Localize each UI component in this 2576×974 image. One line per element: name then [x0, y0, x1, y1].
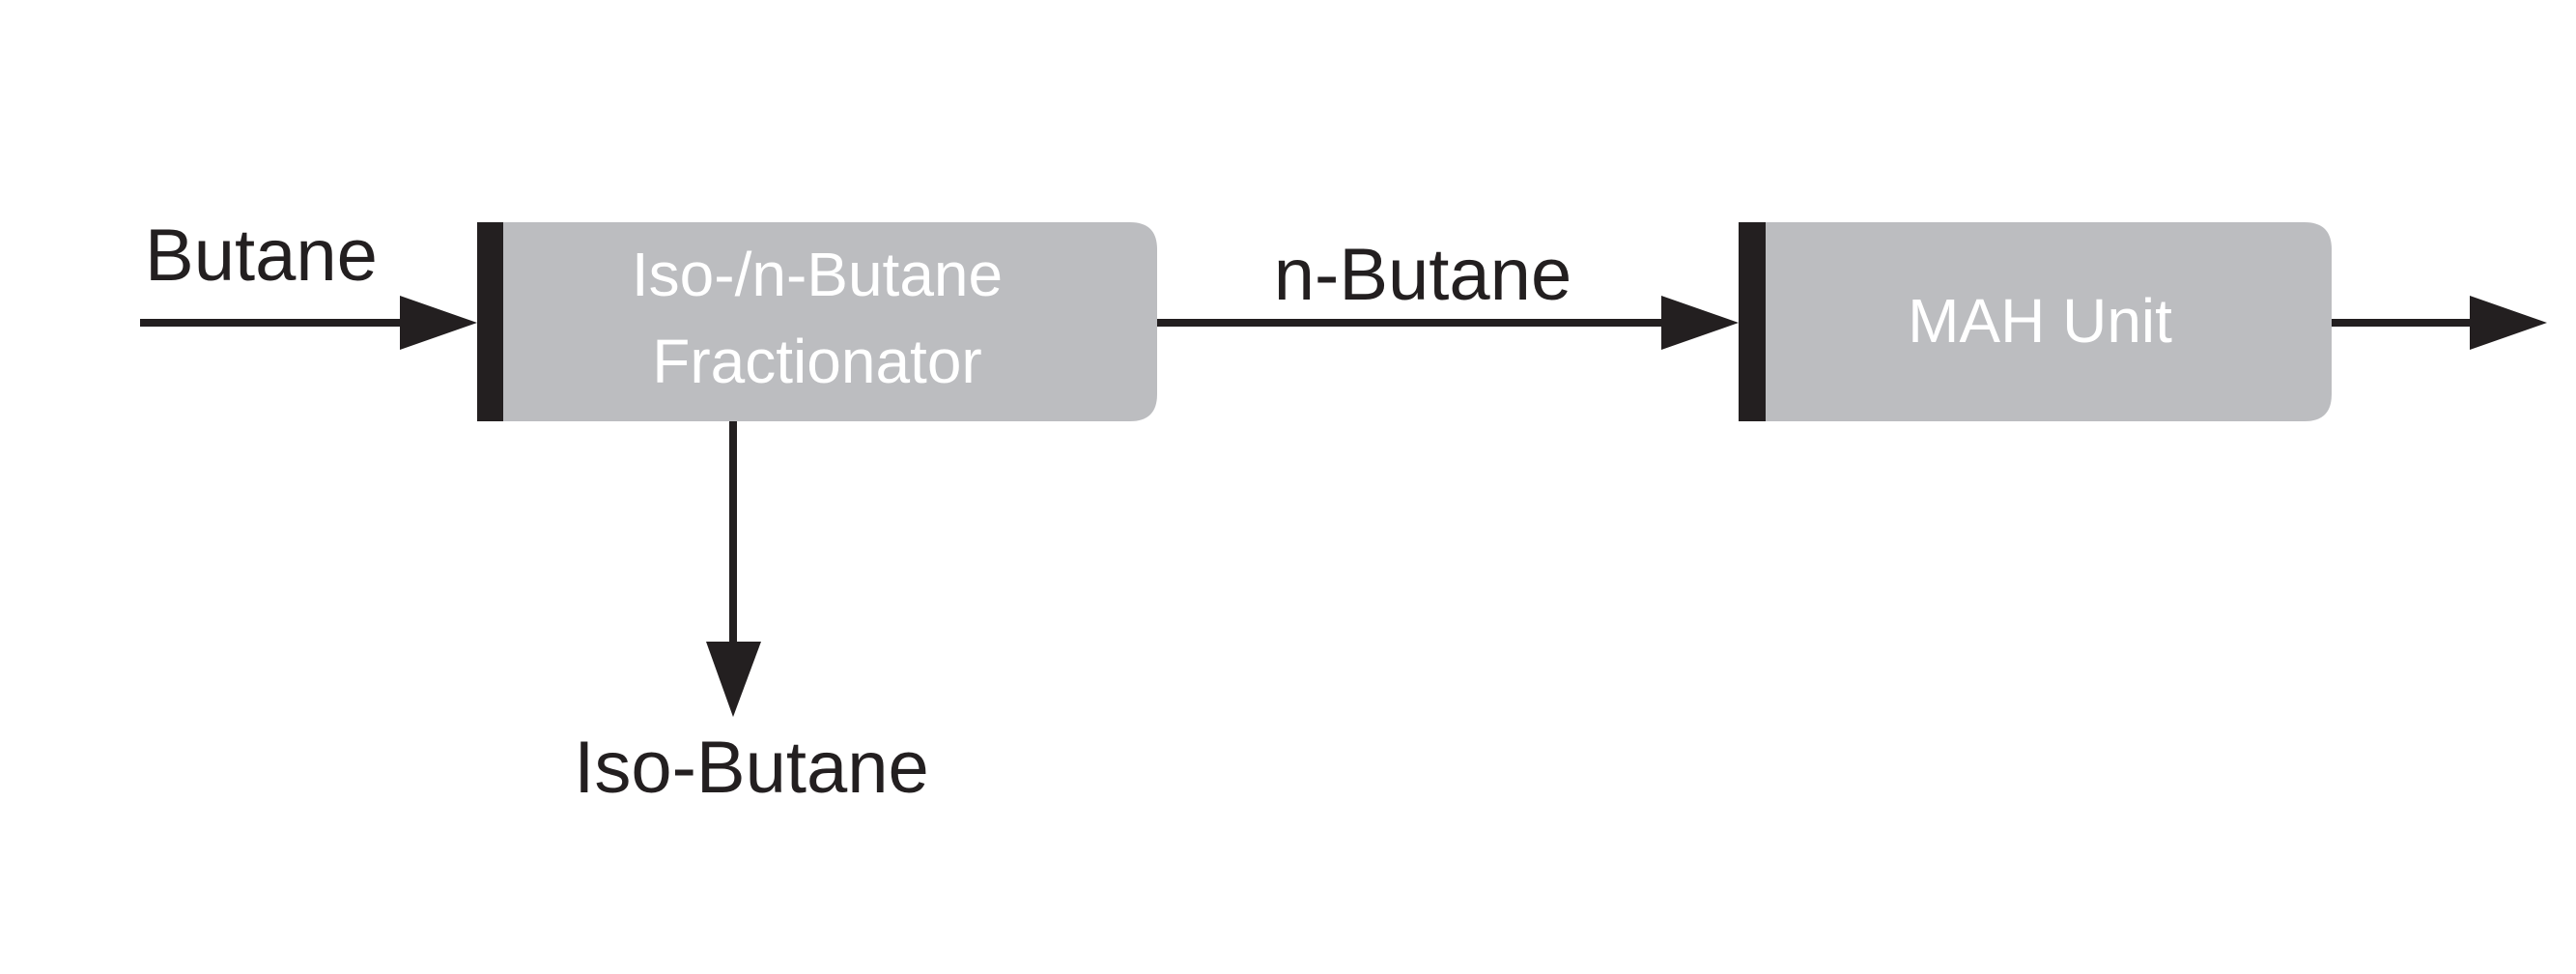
fractionator-box: [477, 222, 1157, 421]
overhead-arrowhead: [1661, 296, 1739, 350]
mah-unit-box: [1739, 222, 2332, 421]
mah-unit-label: MAH Unit: [1908, 286, 2172, 356]
bottoms-arrowhead: [706, 642, 761, 717]
feed-arrowhead: [400, 296, 477, 350]
fractionator-inlet-bar: [477, 222, 503, 421]
product-arrowhead: [2470, 296, 2547, 350]
mah-unit: MAH Unit: [1739, 222, 2332, 421]
fractionator-label-line1: Iso-/n-Butane: [632, 240, 1003, 309]
stream-label-n-butane: n-Butane: [1274, 234, 1571, 316]
fractionator-label-line2: Fractionator: [652, 327, 981, 396]
stream-label-iso-butane: Iso-Butane: [574, 727, 929, 809]
mah-inlet-bar: [1739, 222, 1766, 421]
fractionator-unit: Iso-/n-Butane Fractionator: [477, 222, 1157, 421]
stream-label-butane: Butane: [145, 215, 378, 297]
